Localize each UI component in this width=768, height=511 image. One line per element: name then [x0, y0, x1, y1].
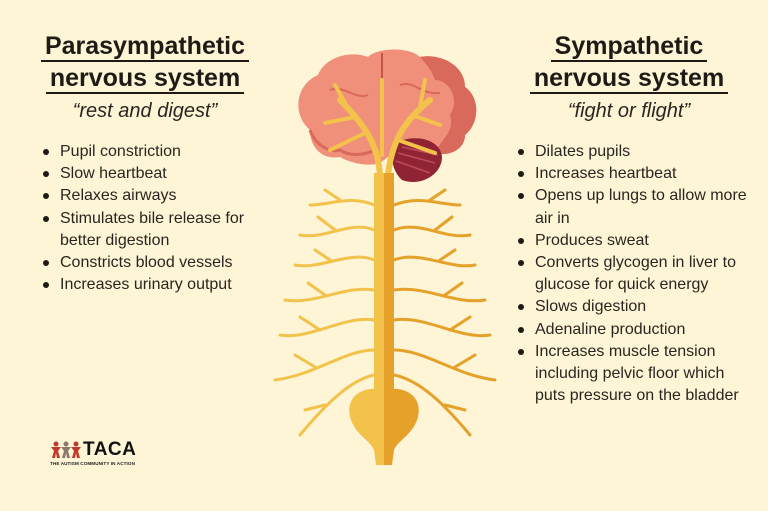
list-item: Increases urinary output — [40, 274, 280, 296]
list-item: Pupil constriction — [40, 141, 280, 163]
list-item: Slow heartbeat — [40, 163, 280, 185]
brain-spine-icon — [273, 49, 497, 465]
parasympathetic-effects-list: Pupil constriction Slow heartbeat Relaxe… — [40, 141, 280, 296]
logo-tagline: THE AUTISM COMMUNITY IN ACTION — [50, 461, 136, 466]
list-item: Converts glycogen in liver to glucose fo… — [515, 252, 750, 296]
list-item: Increases heartbeat — [515, 163, 750, 185]
list-item: Stimulates bile release for better diges… — [40, 208, 280, 252]
parasympathetic-panel: Parasympathetic nervous system “rest and… — [0, 0, 290, 296]
sympathetic-title: Sympathetic nervous system — [490, 30, 768, 94]
brain-icon — [298, 49, 477, 183]
people-icon — [51, 441, 81, 458]
sympathetic-panel: Sympathetic nervous system “fight or fli… — [490, 0, 768, 407]
list-item: Produces sweat — [515, 230, 750, 252]
list-item: Slows digestion — [515, 296, 750, 318]
nervous-system-illustration — [270, 45, 500, 470]
sympathetic-subtitle: “fight or flight” — [567, 100, 691, 122]
parasympathetic-title: Parasympathetic nervous system — [0, 30, 290, 94]
list-item: Dilates pupils — [515, 141, 750, 163]
title-line-2: nervous system — [529, 64, 729, 94]
title-line-2: nervous system — [45, 64, 245, 94]
list-item: Increases muscle tension including pelvi… — [515, 341, 750, 408]
list-item: Adenaline production — [515, 319, 750, 341]
list-item: Constricts blood vessels — [40, 252, 280, 274]
title-line-1: Sympathetic — [550, 32, 708, 62]
sympathetic-effects-list: Dilates pupils Increases heartbeat Opens… — [515, 141, 750, 407]
title-line-1: Parasympathetic — [40, 32, 250, 62]
taca-logo: TACA THE AUTISM COMMUNITY IN ACTION — [50, 439, 150, 470]
list-item: Opens up lungs to allow more air in — [515, 185, 750, 229]
list-item: Relaxes airways — [40, 185, 280, 207]
logo-wordmark: TACA — [83, 439, 137, 460]
parasympathetic-subtitle: “rest and digest” — [72, 100, 218, 122]
